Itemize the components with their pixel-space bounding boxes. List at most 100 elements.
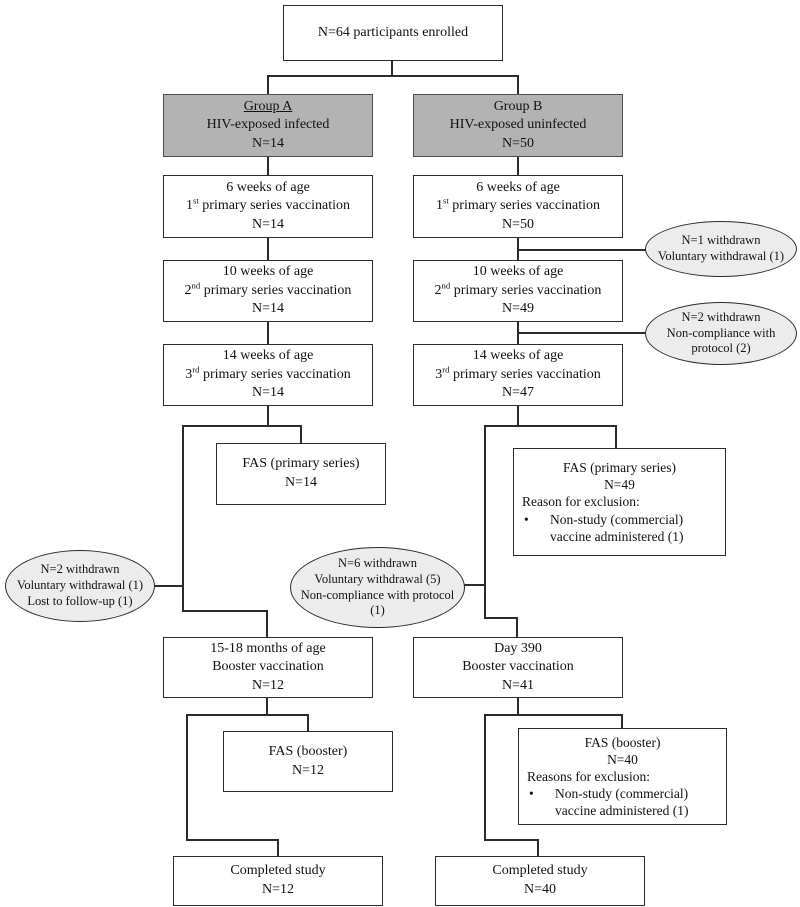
group-b-visit1-box: 6 weeks of age 1st primary series vaccin… bbox=[413, 175, 623, 238]
callout-line: N=6 withdrawn bbox=[338, 555, 417, 570]
visit-label: 2nd primary series vaccination bbox=[434, 281, 602, 301]
booster-label: Booster vaccination bbox=[212, 659, 324, 675]
fas-exclusion-item: • Non-study (commercial) vaccine adminis… bbox=[522, 511, 717, 545]
visit-label: 3rd primary series vaccination bbox=[435, 364, 601, 385]
completed-title: Completed study bbox=[492, 863, 588, 879]
fas-exclusion-text: Non-study (commercial) vaccine administe… bbox=[550, 511, 684, 544]
group-b-subtitle: HIV-exposed uninfected bbox=[449, 117, 587, 133]
visit-label: 1st primary series vaccination bbox=[185, 195, 350, 216]
visit-label-text: primary series vaccination bbox=[200, 282, 352, 298]
fas-title: FAS (primary series) bbox=[242, 456, 360, 472]
visit-age: 6 weeks of age bbox=[476, 179, 560, 195]
fas-n: N=49 bbox=[604, 477, 635, 493]
fas-title: FAS (booster) bbox=[584, 734, 661, 750]
group-b-visit2-box: 10 weeks of age 2nd primary series vacci… bbox=[413, 260, 623, 322]
visit-ordinal: 2 bbox=[434, 282, 442, 298]
withdrawal-callout-a1: N=2 withdrawn Voluntary withdrawal (1) L… bbox=[5, 550, 155, 622]
group-a-booster-box: 15-18 months of age Booster vaccination … bbox=[163, 637, 373, 698]
group-b-title: Group B bbox=[493, 98, 543, 114]
group-a-fas-primary-box: FAS (primary series) N=14 bbox=[216, 443, 386, 505]
fas-title: FAS (primary series) bbox=[563, 460, 676, 476]
visit-ordinal: 1 bbox=[185, 198, 193, 214]
callout-line: Non-compliance with protocol (2) bbox=[666, 325, 776, 356]
visit-n: N=14 bbox=[251, 385, 284, 401]
fas-n: N=40 bbox=[607, 751, 638, 767]
completed-title: Completed study bbox=[230, 863, 326, 879]
group-a-completed-box: Completed study N=12 bbox=[173, 856, 383, 906]
visit-label: 2nd primary series vaccination bbox=[184, 280, 352, 301]
visit-n: N=47 bbox=[501, 385, 534, 401]
booster-age: Day 390 bbox=[494, 640, 542, 656]
callout-line: Voluntary withdrawal (1) bbox=[657, 249, 785, 263]
visit-age: 6 weeks of age bbox=[226, 179, 310, 195]
group-a-subtitle: HIV-exposed infected bbox=[206, 117, 330, 133]
group-a-visit3-box: 14 weeks of age 3rd primary series vacci… bbox=[163, 344, 373, 406]
fas-title: FAS (booster) bbox=[268, 743, 348, 759]
group-a-title: Group A bbox=[243, 98, 293, 114]
callout-line: N=1 withdrawn bbox=[681, 233, 761, 248]
booster-n: N=41 bbox=[501, 677, 534, 693]
group-a-visit2-box: 10 weeks of age 2nd primary series vacci… bbox=[163, 260, 373, 322]
fas-n: N=14 bbox=[284, 475, 317, 490]
group-b-fas-booster-box: FAS (booster) N=40 Reasons for exclusion… bbox=[518, 728, 727, 825]
group-b-completed-box: Completed study N=40 bbox=[435, 856, 645, 906]
visit-ordinal-suffix: rd bbox=[442, 364, 450, 375]
visit-age: 10 weeks of age bbox=[222, 264, 314, 280]
enrolled-box: N=64 participants enrolled bbox=[283, 5, 503, 61]
group-a-box: Group A HIV-exposed infected N=14 bbox=[163, 94, 373, 157]
connector-enrolled-split bbox=[267, 75, 519, 94]
booster-n: N=12 bbox=[251, 677, 284, 693]
visit-n: N=50 bbox=[501, 216, 534, 232]
group-a-fas-booster-box: FAS (booster) N=12 bbox=[223, 731, 393, 792]
callout-line: N=2 withdrawn bbox=[681, 309, 761, 324]
visit-ordinal: 1 bbox=[435, 198, 443, 214]
visit-n: N=14 bbox=[251, 301, 284, 317]
withdrawal-callout-b3: N=6 withdrawn Voluntary withdrawal (5) N… bbox=[290, 547, 465, 628]
withdrawal-callout-b1: N=1 withdrawn Voluntary withdrawal (1) bbox=[645, 221, 797, 277]
visit-ordinal-suffix: rd bbox=[192, 364, 200, 375]
visit-ordinal: 3 bbox=[185, 366, 193, 382]
group-b-visit3-box: 14 weeks of age 3rd primary series vacci… bbox=[413, 344, 623, 406]
visit-label: 1st primary series vaccination bbox=[435, 195, 600, 216]
bullet-icon: • bbox=[524, 511, 529, 527]
completed-n: N=12 bbox=[261, 882, 294, 897]
fas-reason-header: Reason for exclusion: bbox=[522, 494, 640, 510]
callout-line: Voluntary withdrawal (5) bbox=[314, 571, 441, 586]
visit-n: N=49 bbox=[501, 301, 534, 317]
callout-line: Lost to follow-up (1) bbox=[27, 593, 133, 608]
visit-label-text: primary series vaccination bbox=[198, 198, 350, 214]
fas-n: N=12 bbox=[291, 762, 324, 778]
group-b-box: Group B HIV-exposed uninfected N=50 bbox=[413, 94, 623, 157]
visit-label-text: primary series vaccination bbox=[448, 198, 600, 214]
callout-line: N=2 withdrawn bbox=[40, 562, 120, 577]
completed-n: N=40 bbox=[523, 882, 556, 897]
callout-line: Voluntary withdrawal (1) bbox=[16, 578, 144, 593]
group-a-visit1-box: 6 weeks of age 1st primary series vaccin… bbox=[163, 175, 373, 238]
bullet-icon: • bbox=[529, 786, 534, 802]
visit-ordinal: 2 bbox=[184, 282, 192, 298]
visit-label-text: primary series vaccination bbox=[450, 282, 602, 298]
visit-label-text: primary series vaccination bbox=[449, 366, 601, 382]
visit-n: N=14 bbox=[251, 216, 284, 232]
booster-label: Booster vaccination bbox=[462, 659, 574, 675]
enrolled-text: N=64 participants enrolled bbox=[317, 24, 469, 40]
callout-line: Non-compliance with protocol (1) bbox=[300, 587, 455, 618]
group-b-n: N=50 bbox=[501, 135, 534, 151]
visit-ordinal-suffix: st bbox=[442, 195, 449, 206]
visit-age: 14 weeks of age bbox=[222, 348, 314, 364]
visit-label-text: primary series vaccination bbox=[199, 366, 351, 382]
visit-ordinal: 3 bbox=[435, 366, 443, 382]
visit-label: 3rd primary series vaccination bbox=[185, 364, 351, 385]
fas-reason-header: Reasons for exclusion: bbox=[527, 768, 650, 784]
visit-ordinal-suffix: st bbox=[192, 195, 199, 206]
group-a-n: N=14 bbox=[251, 135, 284, 151]
visit-age: 14 weeks of age bbox=[472, 348, 564, 364]
fas-exclusion-text: Non-study (commercial) vaccine administe… bbox=[555, 786, 689, 819]
fas-exclusion-item: • Non-study (commercial) vaccine adminis… bbox=[527, 785, 718, 819]
group-b-booster-box: Day 390 Booster vaccination N=41 bbox=[413, 637, 623, 698]
visit-ordinal-suffix: nd bbox=[191, 280, 201, 291]
visit-age: 10 weeks of age bbox=[472, 264, 564, 280]
booster-age: 15-18 months of age bbox=[210, 640, 326, 656]
group-b-fas-primary-box: FAS (primary series) N=49 Reason for exc… bbox=[513, 448, 726, 556]
